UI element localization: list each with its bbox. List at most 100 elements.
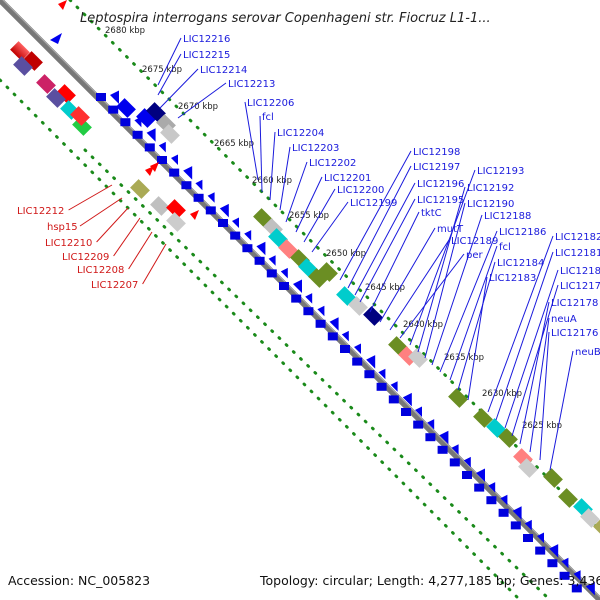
kbp-tick-label: 2640 kbp <box>403 320 443 330</box>
feature-block <box>13 56 33 76</box>
reverse-cds-block <box>486 496 497 505</box>
gene-label[interactable]: LIC12181 <box>555 248 600 259</box>
reverse-cds-block <box>169 168 180 177</box>
reverse-cds-block <box>266 269 277 278</box>
reverse-cds-arrow <box>415 406 422 417</box>
gene-label[interactable]: LIC12216 <box>183 34 230 45</box>
genome-title: Leptospira interrogans serovar Copenhage… <box>80 11 491 26</box>
gene-label[interactable]: neuB <box>575 347 600 358</box>
gene-leader-line <box>128 231 153 270</box>
gene-label[interactable]: LIC12184 <box>497 258 544 269</box>
forward-cds-arrow <box>145 166 154 176</box>
gene-leader-line <box>424 202 466 359</box>
reverse-cds-arrow <box>341 330 349 342</box>
gene-label[interactable]: LIC12208 <box>77 265 124 276</box>
reverse-cds-block <box>474 483 485 492</box>
gene-label[interactable]: LIC12190 <box>467 199 514 210</box>
reverse-cds-block <box>498 508 509 517</box>
feature-block <box>448 388 468 408</box>
gene-label[interactable]: LIC12198 <box>413 147 460 158</box>
gene-leader-line <box>347 165 412 289</box>
reverse-cds-arrow <box>390 381 398 392</box>
feature-block <box>278 239 298 259</box>
reverse-cds-block <box>108 105 119 114</box>
feature-block <box>166 199 186 219</box>
reverse-cds-arrow <box>146 128 156 142</box>
feature-block <box>486 418 506 438</box>
gene-label[interactable]: per <box>466 250 484 261</box>
reverse-cds-block <box>327 332 338 341</box>
gene-leader-line <box>157 37 182 86</box>
gene-label[interactable]: LIC12192 <box>467 183 514 194</box>
reverse-cds-arrow <box>366 355 376 369</box>
reverse-cds-arrow <box>561 557 569 569</box>
gene-label[interactable]: LIC12209 <box>62 252 109 263</box>
gene-leader-line <box>303 188 336 243</box>
reverse-cds-arrow <box>549 544 559 558</box>
gene-label[interactable]: LIC12179 <box>560 281 600 292</box>
reverse-cds-block <box>559 571 570 580</box>
reverse-cds-block <box>388 395 399 404</box>
gene-leader-line <box>279 146 291 211</box>
gene-label[interactable]: neuA <box>551 314 577 325</box>
feature-block <box>580 508 600 528</box>
forward-cds-arrow <box>150 162 159 172</box>
gene-label[interactable]: LIC12195 <box>417 195 464 206</box>
reverse-cds-arrow <box>232 217 239 228</box>
gene-label[interactable]: LIC12201 <box>324 173 371 184</box>
kbp-tick-label: 2665 kbp <box>214 139 254 149</box>
feature-block <box>558 488 578 508</box>
gene-label[interactable]: LIC12200 <box>337 185 384 196</box>
kbp-tick-label: 2630 kbp <box>482 389 522 399</box>
gene-label[interactable]: fcl <box>499 242 511 253</box>
gene-label[interactable]: hsp15 <box>47 222 78 233</box>
gene-label[interactable]: LIC12186 <box>499 227 546 238</box>
gene-label[interactable]: fcl <box>262 112 274 123</box>
gene-leader-line <box>369 211 420 313</box>
reverse-cds-block <box>462 471 472 479</box>
gene-label[interactable]: LIC12204 <box>277 128 324 139</box>
feature-block <box>150 196 170 216</box>
feature-block <box>593 518 600 538</box>
gene-leader-line <box>549 350 574 471</box>
gene-label[interactable]: LIC12213 <box>228 79 275 90</box>
gene-label[interactable]: LIC12215 <box>183 50 230 61</box>
reverse-cds-arrow <box>378 368 386 380</box>
gene-label[interactable]: LIC12183 <box>489 273 536 284</box>
gene-label[interactable]: LIC12189 <box>451 236 498 247</box>
gene-label[interactable]: LIC12176 <box>551 328 598 339</box>
gene-label[interactable]: LIC12207 <box>91 280 138 291</box>
reverse-cds-block <box>303 307 314 316</box>
reverse-cds-arrow <box>354 343 361 354</box>
gene-label[interactable]: LIC12182 <box>555 232 600 243</box>
gene-label[interactable]: mutT <box>437 224 464 235</box>
gene-label[interactable]: LIC12202 <box>309 158 356 169</box>
reverse-cds-arrow <box>463 456 471 468</box>
gene-label[interactable]: LIC12210 <box>45 238 92 249</box>
gene-labels-right: LIC12216LIC12215LIC12214LIC12213LIC12206… <box>157 34 600 471</box>
feature-block <box>473 408 493 428</box>
gene-label[interactable]: LIC12212 <box>17 206 64 217</box>
reverse-cds-block <box>291 294 302 303</box>
gene-label[interactable]: LIC12197 <box>413 162 460 173</box>
gene-label[interactable]: LIC12180 <box>560 266 600 277</box>
gene-label[interactable]: LIC12178 <box>551 298 598 309</box>
gene-label[interactable]: LIC12206 <box>247 98 294 109</box>
gene-label[interactable]: tktC <box>421 208 442 219</box>
feature-block <box>146 102 166 122</box>
gene-leader-line <box>467 276 488 401</box>
reverse-cds-arrow <box>244 230 252 241</box>
gene-label[interactable]: LIC12188 <box>484 211 531 222</box>
gene-leader-line <box>409 169 476 346</box>
kbp-tick-label: 2635 kbp <box>444 353 484 363</box>
reverse-cds-block <box>364 370 375 379</box>
gene-label[interactable]: LIC12214 <box>200 65 247 76</box>
gene-label[interactable]: LIC12193 <box>477 166 524 177</box>
gene-label[interactable]: LIC12196 <box>417 179 464 190</box>
reverse-cds-arrow <box>219 203 229 218</box>
gene-label[interactable]: LIC12203 <box>292 143 339 154</box>
gene-labels-left: LIC12212 hsp15LIC12210LIC12209LIC12208LIC… <box>17 184 167 291</box>
reverse-cds-arrow <box>439 430 449 445</box>
accession-text: Accession: NC_005823 <box>8 573 150 588</box>
gene-label[interactable]: LIC12199 <box>350 198 397 209</box>
